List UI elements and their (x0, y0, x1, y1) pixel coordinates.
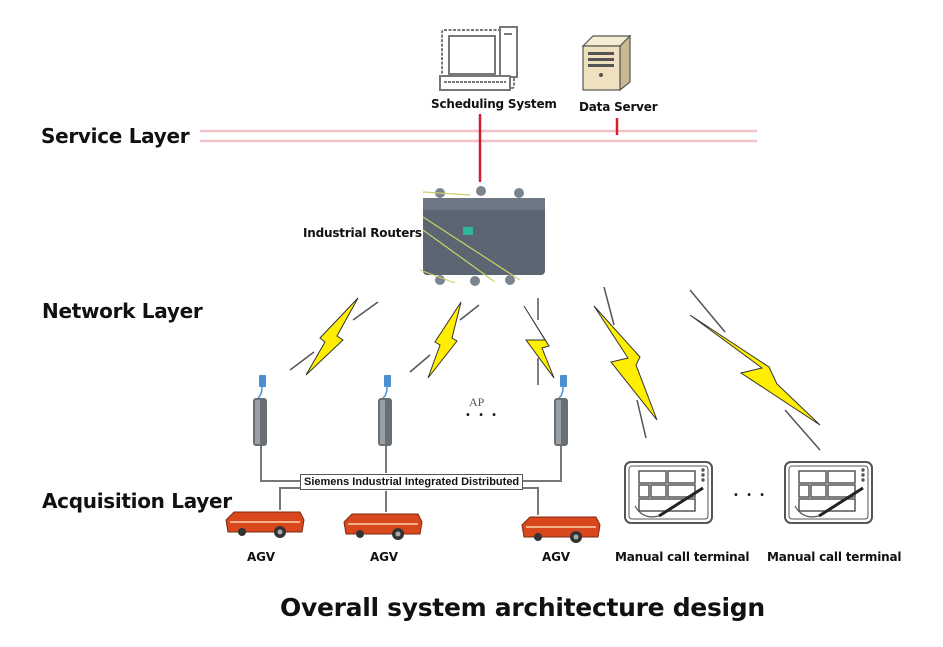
network-layer-label: Network Layer (42, 299, 203, 323)
terminal-ellipsis: • • • (733, 490, 768, 501)
service-layer-label: Service Layer (41, 124, 190, 148)
lightning-bolt-icon (523, 305, 555, 379)
lightning-bolt-icon (427, 301, 462, 379)
terminal-label-2: Manual call terminal (767, 550, 902, 564)
wireless-link-5 (689, 289, 821, 451)
lightning-bolt-icon (305, 297, 359, 376)
bus-label: Siemens Industrial Integrated Distribute… (300, 474, 524, 490)
agv-label-2: AGV (370, 550, 398, 564)
industrial-routers-label: Industrial Routers (303, 226, 422, 240)
service-bus (200, 129, 757, 143)
agv-icon (521, 516, 601, 543)
ap-label: AP (469, 395, 485, 409)
tablet-icon (624, 461, 713, 524)
scheduling-system-label: Scheduling System (431, 97, 557, 111)
computer-icon (439, 26, 518, 91)
data-server-label: Data Server (579, 100, 658, 114)
access-point-3 (554, 375, 568, 446)
tablet-icon (784, 461, 873, 524)
lightning-bolt-icon (689, 314, 821, 426)
wireless-link-3 (523, 298, 555, 385)
lightning-bolt-icon (593, 305, 658, 421)
access-point-1 (253, 375, 267, 446)
server-icon (581, 34, 632, 92)
agv-label-1: AGV (247, 550, 275, 564)
diagram-caption: Overall system architecture design (280, 593, 765, 622)
router-icon (419, 186, 545, 286)
agv-label-3: AGV (542, 550, 570, 564)
access-point-2 (378, 375, 392, 446)
wireless-link-1 (289, 297, 379, 376)
terminal-label-1: Manual call terminal (615, 550, 750, 564)
wireless-link-2 (409, 301, 480, 379)
wireless-link-4 (593, 286, 658, 439)
ap-ellipsis: • • • (465, 410, 500, 421)
acquisition-layer-label: Acquisition Layer (42, 489, 232, 513)
agv-icon (343, 513, 423, 540)
agv-icon (225, 511, 305, 538)
